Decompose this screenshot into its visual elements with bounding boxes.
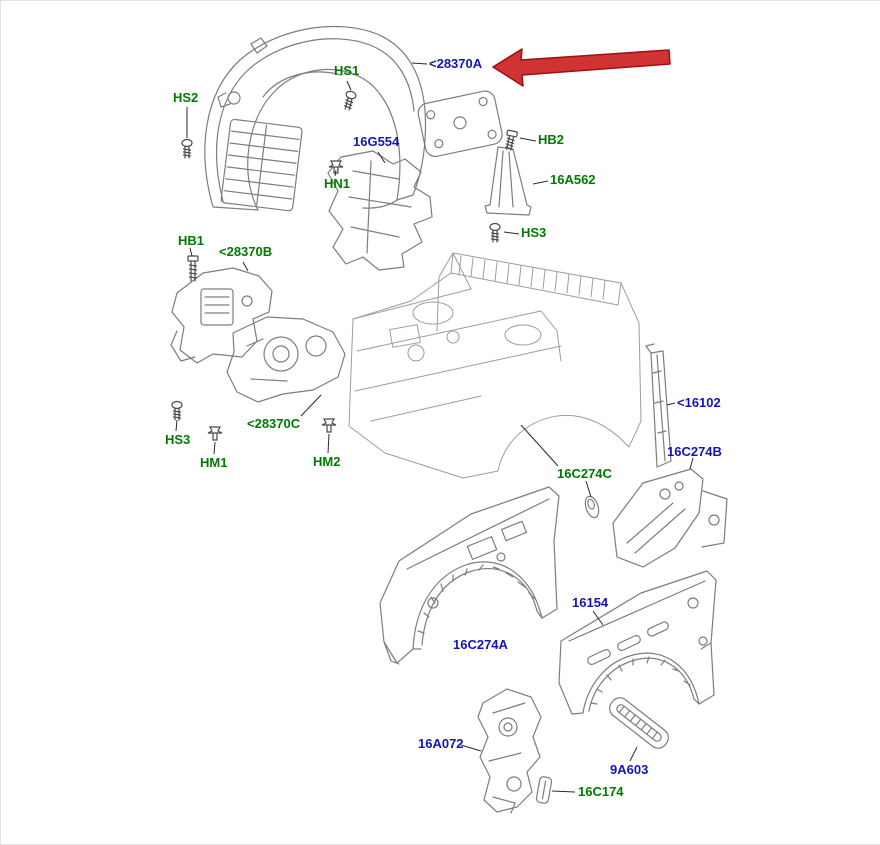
fastener-hb1: [187, 255, 199, 282]
bracket-16a072-part: [477, 688, 542, 814]
fastener-hm2: [321, 418, 337, 433]
clip-16c174-part: [535, 776, 553, 804]
part-label-16154[interactable]: 16154: [572, 595, 609, 610]
wheel-arch-liner-part: [204, 25, 427, 212]
part-label-hb1: HB1: [178, 233, 205, 248]
part-label-9a603[interactable]: 9A603: [610, 762, 649, 777]
strip-16102-part: [645, 343, 672, 468]
part-label-28370a[interactable]: <28370A: [429, 56, 483, 71]
liner-grille: [220, 118, 303, 212]
fastener-hb2: [505, 129, 518, 151]
fastener-hm1: [207, 426, 223, 441]
part-label-16c274a[interactable]: 16C274A: [453, 637, 508, 652]
mudguard-16g554-part: [327, 150, 433, 271]
part-label-hm2: HM2: [313, 454, 341, 469]
part-label-16g554[interactable]: 16G554: [353, 134, 400, 149]
part-label-16c174: 16C174: [578, 784, 624, 799]
part-label-hm1: HM1: [200, 455, 228, 470]
part-label-16a562: 16A562: [550, 172, 596, 187]
fastener-hs3-lower: [171, 400, 183, 421]
part-label-hs1: HS1: [334, 63, 360, 78]
part-label-28370c: <28370C: [247, 416, 301, 431]
part-label-hn1: HN1: [324, 176, 351, 191]
part-label-16c274b[interactable]: 16C274B: [667, 444, 722, 459]
part-label-28370b: <28370B: [219, 244, 273, 259]
shield-28370b-part: [170, 267, 273, 364]
part-label-hb2: HB2: [538, 132, 565, 147]
part-label-hs3-lower: HS3: [165, 432, 191, 447]
panel-16c274a-part: [379, 486, 560, 665]
fastener-hs1: [343, 90, 357, 111]
fastener-hs3-upper: [489, 222, 501, 243]
leader-lines: [175, 62, 694, 793]
part-label-hs3-upper: HS3: [521, 225, 547, 240]
body-structure: [348, 252, 642, 479]
panel-16a562-part: [484, 146, 532, 216]
fasteners: [171, 90, 518, 441]
highlight-arrow: [492, 48, 671, 87]
part-label-16a072[interactable]: 16A072: [418, 736, 464, 751]
clip-16c274c-part: [584, 495, 600, 519]
part-label-16c274c: 16C274C: [557, 466, 612, 481]
panel-16c274b-part: [612, 468, 728, 568]
fastener-hs2: [181, 138, 193, 159]
panel-16154-part: [558, 570, 717, 715]
shield-28370c-part: [226, 316, 346, 403]
strip-9a603-part: [609, 697, 669, 749]
mounting-bracket-plate: [417, 90, 503, 158]
part-label-hs2: HS2: [173, 90, 199, 105]
part-label-16102[interactable]: <16102: [677, 395, 721, 410]
